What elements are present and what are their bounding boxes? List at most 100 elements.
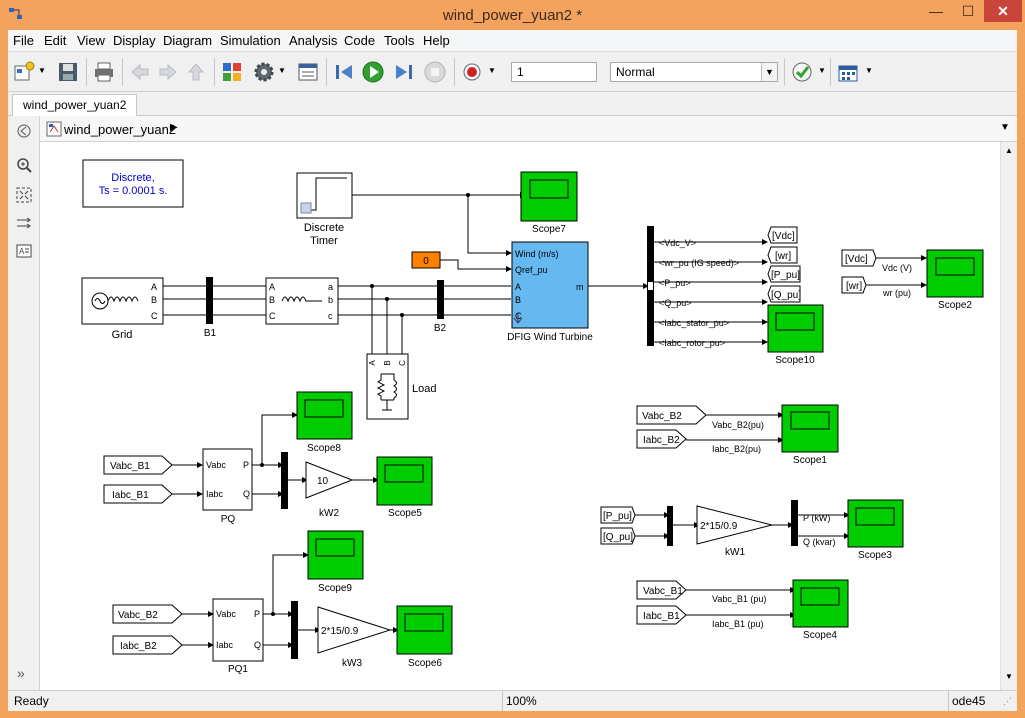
load-block[interactable]: A B C Load (366, 353, 436, 420)
scope4-block[interactable]: Scope4 (792, 579, 849, 641)
breadcrumb-arrow-icon[interactable]: ▶ (170, 122, 178, 133)
fit-to-view-icon[interactable] (15, 186, 33, 204)
save-icon[interactable] (56, 60, 80, 84)
scope3-block[interactable]: Scope3 (847, 499, 904, 561)
record-dropdown-icon[interactable]: ▼ (488, 66, 496, 75)
pq-pu-mux-block[interactable] (667, 506, 673, 546)
model-explorer-icon[interactable] (296, 60, 320, 84)
dfig-wind-turbine-block[interactable]: Wind (m/s) Qref_pu A B C m DFIG Wind Tur… (507, 241, 593, 343)
menu-display[interactable]: Display (113, 33, 156, 48)
menu-view[interactable]: View (77, 33, 105, 48)
scope8-block[interactable]: Scope8 (296, 391, 353, 454)
from-vabc-b2-right-block[interactable]: Vabc_B2 (636, 405, 707, 425)
bus-signal-wr: <wr_pu (IG speed)> (659, 258, 739, 268)
simulation-mode-select[interactable]: Normal ▼ (610, 62, 778, 82)
menu-edit[interactable]: Edit (44, 33, 67, 48)
record-icon[interactable] (460, 60, 484, 84)
from-vabc-b1-block[interactable]: Vabc_B1 (103, 455, 173, 475)
gain-kw2-value: 10 (317, 476, 329, 487)
new-model-icon[interactable] (12, 60, 36, 84)
minimize-button[interactable]: — (929, 3, 943, 19)
resize-grip-icon[interactable]: ⋰ (1003, 696, 1012, 706)
scope10-block[interactable]: Scope10 (767, 304, 824, 366)
build-dropdown-icon[interactable]: ▼ (865, 66, 873, 75)
bus-selector-block[interactable] (647, 226, 654, 346)
menu-tools[interactable]: Tools (384, 33, 415, 48)
hide-browser-icon[interactable] (15, 122, 33, 140)
new-model-dropdown-icon[interactable]: ▼ (38, 66, 46, 75)
menu-file[interactable]: File (13, 33, 34, 48)
step-back-icon[interactable] (332, 60, 356, 84)
b2-measurement-block[interactable]: B2 (434, 280, 447, 334)
close-button[interactable]: ✕ (984, 0, 1022, 22)
pq1-block[interactable]: Vabc Iabc P Q PQ1 (212, 598, 264, 675)
build-grid-icon[interactable] (836, 60, 860, 84)
menu-simulation[interactable]: Simulation (220, 33, 281, 48)
address-dropdown-icon[interactable]: ▼ (1000, 122, 1010, 133)
menu-diagram[interactable]: Diagram (163, 33, 213, 48)
scroll-up-icon[interactable]: ▲ (1005, 146, 1013, 155)
tab-wind-power-yuan2[interactable]: wind_power_yuan2 (12, 94, 138, 116)
pq1-mux-block[interactable] (291, 601, 298, 659)
settings-gear-icon[interactable] (252, 60, 276, 84)
chevron-down-icon[interactable]: ▼ (761, 63, 777, 81)
print-icon[interactable] (92, 60, 116, 84)
qref-constant-block[interactable]: 0 (411, 251, 441, 269)
maximize-button[interactable]: ☐ (961, 3, 975, 19)
scope5-block[interactable]: Scope5 (376, 456, 433, 519)
signal-routing-icon[interactable] (15, 214, 33, 232)
zoom-icon[interactable] (15, 156, 33, 174)
gain-kw1-block[interactable]: 2*15/0.9 kW1 (696, 505, 773, 558)
powergui-block[interactable]: Discrete, Ts = 0.0001 s. (82, 159, 184, 208)
from-iabc-b2-block[interactable]: Iabc_B2 (112, 635, 183, 655)
run-icon[interactable] (361, 60, 385, 84)
scope7-block[interactable]: Scope7 (520, 171, 578, 235)
scope9-label: Scope9 (318, 583, 352, 594)
line-port-a-out: a (328, 282, 333, 292)
forward-icon[interactable] (156, 60, 180, 84)
from-wr-block[interactable]: [wr] (841, 276, 867, 294)
menu-help[interactable]: Help (423, 33, 450, 48)
model-advisor-check-icon[interactable] (790, 60, 814, 84)
from-p-pu-block[interactable]: [P_pu] (600, 506, 636, 524)
load-port-b: B (383, 360, 392, 365)
scope9-block[interactable]: Scope9 (307, 530, 364, 594)
model-canvas[interactable]: Discrete, Ts = 0.0001 s. Discrete Timer … (40, 142, 1000, 690)
gain-kw2-block[interactable]: 10 kW2 (305, 461, 354, 519)
menu-code[interactable]: Code (344, 33, 376, 48)
from-vabc-b1-right-block[interactable]: Vabc_B1 (636, 580, 687, 600)
pq-block[interactable]: Vabc Iabc P Q PQ (202, 448, 253, 525)
menu-analysis[interactable]: Analysis (289, 33, 338, 48)
stop-time-input[interactable]: 1 (511, 62, 597, 82)
pq-mux-block[interactable] (281, 452, 288, 509)
grid-source-block[interactable]: A B C Grid (81, 277, 164, 341)
line-impedance-block[interactable]: A B C a b c (265, 277, 339, 325)
from-iabc-b1-right-block[interactable]: Iabc_B1 (636, 605, 687, 625)
scope2-block[interactable]: Scope2 (926, 249, 984, 311)
stop-icon[interactable] (423, 60, 447, 84)
b1-measurement-block[interactable]: B1 (204, 277, 217, 339)
vertical-scrollbar[interactable]: ▲ ▼ (1000, 142, 1017, 690)
from-iabc-b1-block[interactable]: Iabc_B1 (103, 484, 173, 504)
step-forward-icon[interactable] (392, 60, 416, 84)
title-bar[interactable]: wind_power_yuan2 * — ☐ ✕ (0, 0, 1025, 30)
up-icon[interactable] (184, 60, 208, 84)
from-vabc-b2-block[interactable]: Vabc_B2 (112, 604, 183, 624)
kw1-demux-block[interactable] (791, 500, 798, 546)
from-iabc-b2-right-block[interactable]: Iabc_B2 (636, 429, 687, 449)
expand-palette-icon[interactable]: » (17, 665, 25, 681)
scroll-down-icon[interactable]: ▼ (1005, 672, 1013, 681)
scope6-block[interactable]: Scope6 (396, 605, 453, 669)
scope1-block[interactable]: Scope1 (781, 404, 839, 466)
goto-tags[interactable]: [Vdc] [wr] [P_pu] [Q_pu] (767, 226, 801, 303)
gain-kw3-block[interactable]: 2*15/0.9 kW3 (317, 606, 392, 669)
annotation-icon[interactable]: A (15, 242, 33, 260)
check-dropdown-icon[interactable]: ▼ (818, 66, 826, 75)
library-browser-icon[interactable] (220, 60, 244, 84)
discrete-timer-block[interactable]: Discrete Timer (296, 172, 353, 247)
settings-dropdown-icon[interactable]: ▼ (278, 66, 286, 75)
back-icon[interactable] (128, 60, 152, 84)
from-vdc-block[interactable]: [Vdc] (841, 249, 877, 267)
from-q-pu-block[interactable]: [Q_pu] (600, 527, 636, 545)
breadcrumb[interactable]: wind_power_yuan2 (64, 122, 177, 137)
